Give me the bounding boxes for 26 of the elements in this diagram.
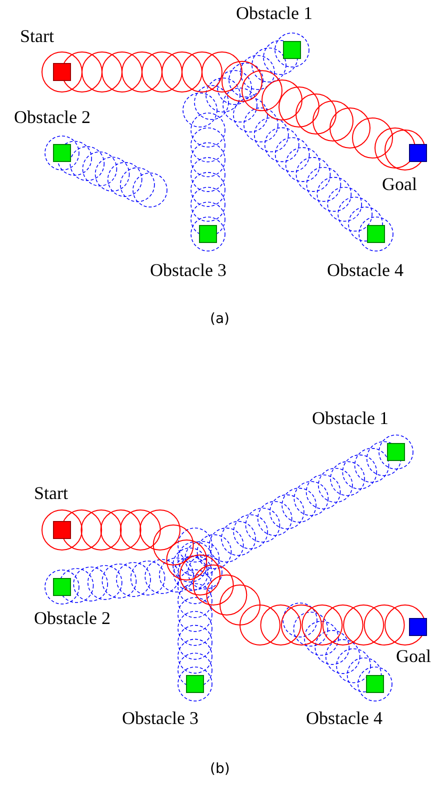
marker-square	[387, 443, 405, 461]
marker-square	[53, 63, 71, 81]
marker-square	[199, 225, 217, 243]
point-label: Obstacle 3	[122, 709, 198, 729]
marker-square	[409, 144, 427, 162]
panel-caption: (b)	[210, 762, 230, 778]
marker-square	[53, 521, 71, 539]
marker-square	[366, 675, 384, 693]
marker-square	[53, 144, 71, 162]
point-label: Goal	[382, 175, 417, 195]
point-label: Obstacle 3	[150, 261, 226, 281]
point-label: Obstacle 4	[327, 261, 404, 281]
marker-square	[367, 225, 385, 243]
point-label: Obstacle 2	[34, 609, 110, 629]
point-label: Obstacle 1	[312, 409, 388, 429]
marker-square	[409, 618, 427, 636]
point-label: Start	[20, 27, 54, 47]
panel-caption: (a)	[210, 312, 230, 328]
point-label: Obstacle 2	[14, 108, 90, 128]
point-label: Start	[34, 484, 68, 504]
point-label: Goal	[396, 647, 431, 667]
marker-square	[186, 675, 204, 693]
marker-square	[283, 41, 301, 59]
point-label: Obstacle 1	[236, 4, 312, 24]
point-label: Obstacle 4	[306, 709, 382, 729]
marker-square	[53, 578, 71, 596]
